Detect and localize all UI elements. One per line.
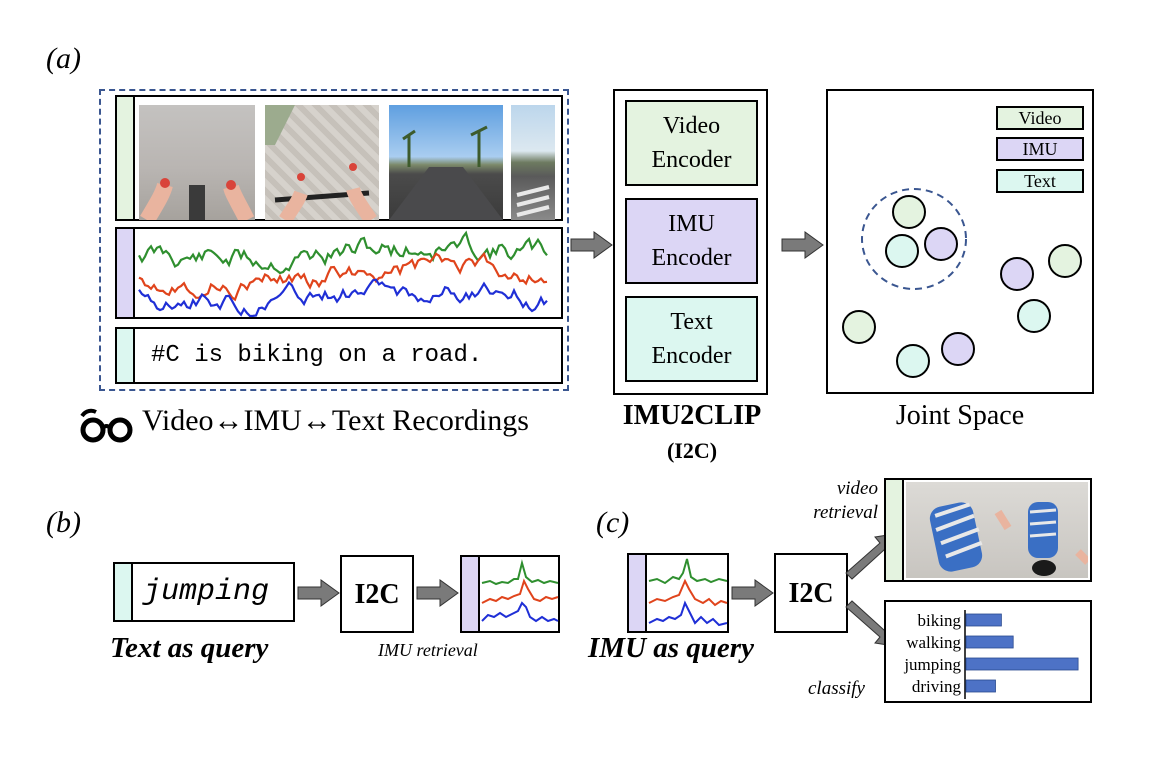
- road-graphic: [389, 125, 503, 220]
- class-bar-jumping: [965, 657, 1079, 671]
- text-encoder-block: Text Encoder: [625, 296, 758, 382]
- class-label-driving: driving: [912, 677, 962, 696]
- class-label-jumping: jumping: [903, 655, 961, 674]
- embedding-plot: [842, 188, 1082, 378]
- class-bar-driving: [965, 679, 996, 693]
- text-query-color-strip: [115, 564, 133, 620]
- recordings-frame: [99, 89, 569, 391]
- text-query-label: Text as query: [110, 632, 269, 664]
- arrow-text-to-i2c: [297, 579, 340, 607]
- classify-label: classify: [808, 678, 865, 699]
- i2c-box-c: I2C: [774, 553, 848, 633]
- imu-recording-row: [115, 227, 563, 319]
- imu-query-plot: [648, 558, 728, 627]
- imu-query-label: IMU as query: [588, 632, 754, 664]
- text-query-box: jumping: [113, 562, 295, 622]
- video-result-frame: [906, 482, 1088, 578]
- arrow-imu-to-i2c: [731, 579, 774, 607]
- legend-text: Text: [996, 169, 1084, 193]
- text-recording-sample: #C is biking on a road.: [151, 342, 483, 369]
- video-color-strip: [117, 97, 135, 219]
- video-frame-2: [265, 105, 379, 220]
- video-result-graphic: [929, 502, 1088, 576]
- legend-video: Video: [996, 106, 1084, 130]
- video-recording-row: [115, 95, 563, 221]
- embedding-dot: [892, 195, 926, 229]
- arrow-i2c-to-imu: [416, 579, 459, 607]
- embedding-dot: [896, 344, 930, 378]
- embedding-dot: [885, 234, 919, 268]
- i2c-label-b: I2C: [354, 579, 400, 610]
- video-retrieval-label: video retrieval: [813, 478, 878, 523]
- classification-chart: biking walking jumping driving: [903, 610, 1079, 699]
- panel-label-c: (c): [596, 506, 630, 539]
- recordings-caption: Video↔IMU↔Text Recordings: [142, 404, 529, 437]
- imu-result-color-strip: [462, 557, 480, 631]
- video-result-color-strip: [886, 480, 904, 580]
- arrow-to-encoders: [570, 231, 613, 259]
- i2c-box-b: I2C: [340, 555, 414, 633]
- imu-color-strip: [117, 229, 135, 317]
- embedding-dot: [1000, 257, 1034, 291]
- video-frame-4: [511, 105, 555, 220]
- embedding-dot: [1048, 244, 1082, 278]
- cluster-ring: [861, 188, 967, 290]
- imu-query-color-strip: [629, 555, 647, 631]
- imu-signal-plot: [138, 230, 548, 318]
- model-abbrev: (I2C): [666, 438, 718, 463]
- class-label-walking: walking: [906, 633, 961, 652]
- imu2clip-model-box: Video Encoder IMU Encoder Text Encoder: [613, 89, 768, 395]
- joint-space-title: Joint Space: [895, 400, 1025, 431]
- text-recording-row: #C is biking on a road.: [115, 327, 563, 384]
- class-label-biking: biking: [918, 611, 962, 630]
- class-bar-biking: [965, 613, 1002, 627]
- model-name: IMU2CLIP: [622, 400, 762, 431]
- i2c-label-c: I2C: [788, 578, 834, 609]
- handlebar-graphic-1: [140, 178, 255, 220]
- text-query-word: jumping: [143, 575, 270, 609]
- handlebar-graphic-2: [265, 105, 377, 220]
- arrow-to-joint-space: [781, 231, 824, 259]
- classification-box: biking walking jumping driving: [884, 600, 1092, 703]
- class-bar-walking: [965, 635, 1014, 649]
- embedding-dot: [924, 227, 958, 261]
- imu-retrieval-label: IMU retrieval: [378, 640, 478, 660]
- imu-result-plot: [481, 559, 559, 623]
- joint-space-box: Video IMU Text: [826, 89, 1094, 394]
- panel-label-a: (a): [46, 42, 81, 75]
- video-result-box: [884, 478, 1092, 582]
- embedding-dot: [1017, 299, 1051, 333]
- imu-query-box: [627, 553, 729, 633]
- imu-encoder-block: IMU Encoder: [625, 198, 758, 284]
- glasses-icon: [80, 408, 133, 443]
- video-frame-1: [139, 105, 255, 220]
- text-color-strip: [117, 329, 135, 382]
- crosswalk-graphic: [516, 185, 550, 217]
- imu-result-box: [460, 555, 560, 633]
- embedding-dot: [941, 332, 975, 366]
- embedding-dot: [842, 310, 876, 344]
- video-encoder-block: Video Encoder: [625, 100, 758, 186]
- video-frame-3: [389, 105, 503, 220]
- panel-label-b: (b): [46, 506, 81, 539]
- legend-imu: IMU: [996, 137, 1084, 161]
